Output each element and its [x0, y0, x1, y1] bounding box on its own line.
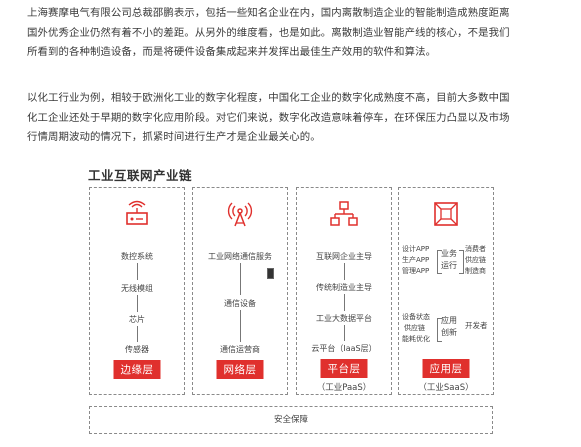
- app-group-label: 业务: [441, 249, 457, 258]
- paragraph-line: 上海赛摩电气有限公司总裁邵鹏表示，包括一些知名企业在内，国内离散制造企业的智能制…: [27, 7, 510, 19]
- paragraph-line: 所看到的各种制造设备，而是将硬件设备集成起来并发挥出最佳生产效用的软件和算法。: [27, 46, 437, 58]
- antenna-icon: [193, 200, 287, 228]
- column-item: 传统制造业主导: [316, 283, 372, 292]
- column-item: 通信设备: [224, 299, 256, 308]
- paragraph-line: 化工企业还处于早期的数字化应用阶段。对它们来说，数字化改造意味着停车，在环保压力…: [27, 111, 510, 124]
- application-icon: [399, 200, 493, 228]
- connector-line: [240, 263, 241, 295]
- edge-layer-column: 数控系统 无线模组 芯片 传感器 边缘层: [89, 187, 185, 395]
- app-item: 制造商: [465, 267, 486, 275]
- diagram-title: 工业互联网产业链: [88, 168, 193, 183]
- connector-line: [344, 294, 345, 311]
- chemical-industry-paragraph: 以化工行业为例，相较于欧洲化工业的数字化程度，中国化工企业的数字化成熟度不高，目…: [27, 89, 554, 148]
- app-item: 设备状态: [402, 313, 430, 321]
- platform-layer-subtitle: （工业PaaS）: [316, 383, 372, 393]
- app-item: 生产APP: [402, 256, 430, 264]
- column-item: 传感器: [125, 345, 149, 354]
- app-item: 设计APP: [402, 245, 430, 253]
- column-item: 无线模组: [121, 284, 153, 293]
- connector-line: [137, 295, 138, 312]
- column-item: 云平台（IaaS层）: [311, 344, 377, 353]
- connector-line: [344, 325, 345, 341]
- router-icon: [90, 200, 184, 228]
- app-item: 供应链: [404, 324, 425, 332]
- paragraph-line: 行情周期波动的情况下，抓紧时间进行生产才是企业最关心的。: [27, 131, 321, 143]
- app-item: 开发者: [465, 321, 488, 330]
- connector-line: [137, 263, 138, 280]
- connector-line: [344, 263, 345, 280]
- column-item: 数控系统: [121, 252, 153, 261]
- column-item: 芯片: [129, 315, 145, 324]
- bracket-line: [437, 318, 442, 342]
- app-group-label: 应用: [441, 316, 457, 325]
- app-item: 能耗优化: [402, 335, 430, 343]
- edge-layer-label: 边缘层: [113, 360, 161, 379]
- bookmark-marker: [267, 268, 274, 279]
- network-hierarchy-icon: [297, 200, 391, 228]
- platform-layer-label: 平台层: [320, 359, 368, 378]
- app-group-label: 运行: [441, 261, 457, 270]
- application-layer-subtitle: （工业SaaS）: [418, 383, 474, 393]
- platform-layer-column: 互联网企业主导 传统制造业主导 工业大数据平台 云平台（IaaS层） 平台层 （…: [296, 187, 392, 395]
- app-item: 管理APP: [402, 267, 430, 275]
- connector-line: [240, 310, 241, 342]
- paragraph-line: 国外优秀企业仍然有着不小的差距。从另外的维度看，也是如此。离散制造业智能产线的核…: [27, 26, 510, 39]
- network-layer-column: 工业网络通信服务 通信设备 通信运营商 网络层: [192, 187, 288, 395]
- bracket-line: [459, 250, 464, 274]
- app-item: 消费者: [465, 245, 486, 253]
- bracket-line: [437, 250, 442, 274]
- column-item: 通信运营商: [220, 345, 260, 354]
- application-layer-label: 应用层: [422, 359, 470, 378]
- intro-paragraph: 上海赛摩电气有限公司总裁邵鹏表示，包括一些知名企业在内，国内离散制造企业的智能制…: [27, 4, 554, 63]
- paragraph-line: 以化工行业为例，相较于欧洲化工业的数字化程度，中国化工企业的数字化成熟度不高，目…: [27, 92, 510, 104]
- network-layer-label: 网络层: [216, 360, 264, 379]
- app-item: 供应链: [465, 256, 486, 264]
- column-item: 互联网企业主导: [316, 252, 372, 261]
- connector-line: [137, 326, 138, 342]
- security-assurance-bar: 安全保障: [89, 406, 493, 434]
- column-item: 工业大数据平台: [316, 314, 372, 323]
- application-layer-column: 设计APP 生产APP 管理APP 业务 运行 消费者 供应链 制造商 设备状态…: [398, 187, 494, 395]
- column-item: 工业网络通信服务: [208, 252, 272, 261]
- app-group-label: 创新: [441, 328, 457, 337]
